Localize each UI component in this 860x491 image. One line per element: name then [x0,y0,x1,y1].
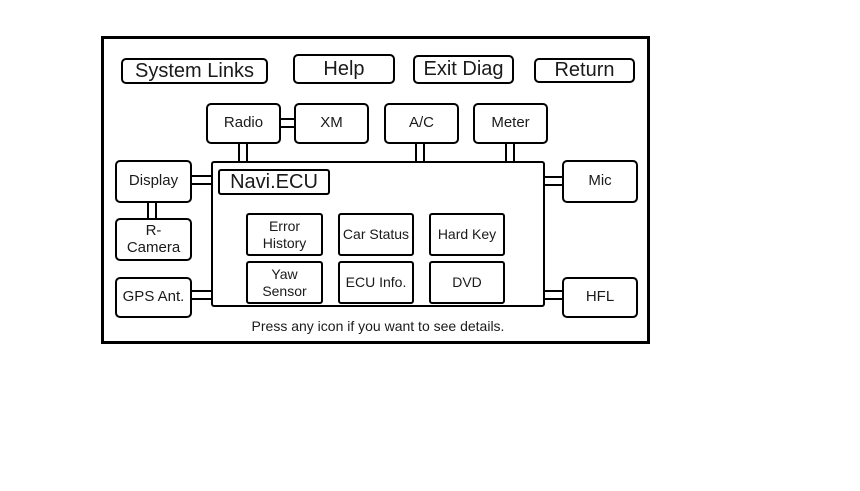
ecu-item-ecu-info[interactable]: ECU Info. [338,261,414,304]
connector-meter-ecu [505,142,515,163]
node-mic[interactable]: Mic [562,160,638,203]
connector-radio-ecu [238,142,248,163]
node-display[interactable]: Display [115,160,192,203]
footer-hint: Press any icon if you want to see detail… [251,318,505,334]
node-radio[interactable]: Radio [206,103,281,144]
connector-ecu-hfl [543,290,564,300]
node-r-camera[interactable]: R- Camera [115,218,192,261]
ecu-item-yaw-sensor[interactable]: Yaw Sensor [246,261,323,304]
system-links-panel: System Links Help Exit Diag Return Radio… [101,36,650,344]
navi-ecu-title: Navi.ECU [218,169,330,195]
ecu-item-error-history[interactable]: Error History [246,213,323,256]
connector-display-rcamera [147,200,157,220]
return-button[interactable]: Return [534,58,635,83]
connector-radio-xm [280,118,296,128]
node-hfl[interactable]: HFL [562,277,638,318]
node-gps-ant[interactable]: GPS Ant. [115,277,192,318]
node-xm[interactable]: XM [294,103,369,144]
exit-diag-button[interactable]: Exit Diag [413,55,514,84]
ecu-item-dvd[interactable]: DVD [429,261,505,304]
help-button[interactable]: Help [293,54,395,84]
connector-ac-ecu [415,142,425,163]
connector-display-ecu [190,175,213,185]
node-meter[interactable]: Meter [473,103,548,144]
connector-ecu-mic [543,176,564,186]
navi-ecu-panel: Navi.ECU Error History Car Status Hard K… [211,161,545,307]
ecu-item-hard-key[interactable]: Hard Key [429,213,505,256]
node-ac[interactable]: A/C [384,103,459,144]
connector-gps-ecu [190,290,213,300]
ecu-item-car-status[interactable]: Car Status [338,213,414,256]
page-title: System Links [121,58,268,84]
